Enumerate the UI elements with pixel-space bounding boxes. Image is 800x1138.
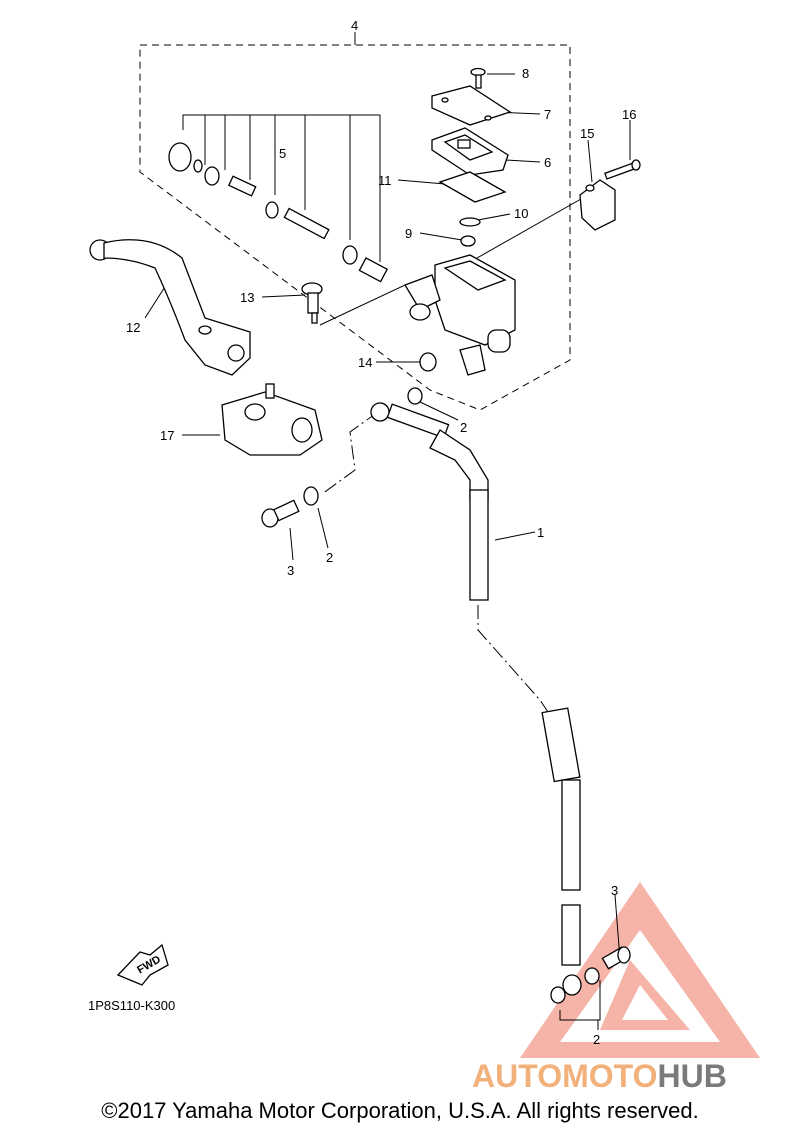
watermark-text: AUTOMOTOHUB — [472, 1058, 727, 1094]
callout-13: 13 — [240, 290, 254, 305]
callout-7: 7 — [544, 107, 551, 122]
part-8-screw — [470, 67, 486, 89]
watermark-logo — [520, 882, 760, 1058]
routing-line-banjo — [321, 411, 379, 495]
part-10-protector — [459, 217, 481, 227]
callout-4: 4 — [351, 18, 358, 33]
part-16-bolt — [604, 159, 641, 180]
part-5-piston-kit — [168, 142, 389, 283]
callout-2-left: 2 — [326, 550, 333, 565]
callout-10: 10 — [514, 206, 528, 221]
callout-17: 17 — [160, 428, 174, 443]
part-6-plate — [431, 127, 509, 176]
callout-16: 16 — [622, 107, 636, 122]
callout-5: 5 — [279, 146, 286, 161]
assembly-4-boundary — [139, 44, 571, 411]
callout-2-top: 2 — [460, 420, 467, 435]
callout-6: 6 — [544, 155, 551, 170]
watermark-part2: HUB — [657, 1058, 726, 1094]
callout-9: 9 — [405, 226, 412, 241]
part-2-washers — [303, 387, 600, 1004]
part-7-reservoir-cap — [431, 85, 512, 126]
watermark-part1: AUTOMOTO — [472, 1058, 657, 1094]
callout-14: 14 — [358, 355, 372, 370]
callout-numbers: 4 8 7 6 11 10 9 15 16 5 13 14 12 17 2 1 … — [126, 18, 636, 1047]
callout-3-bottom: 3 — [611, 883, 618, 898]
callout-3-left: 3 — [287, 563, 294, 578]
callout-2-bottom: 2 — [593, 1032, 600, 1047]
fwd-arrow-icon: FWD — [116, 943, 169, 986]
part-3-union-bolts — [261, 499, 631, 970]
part-1-hose — [370, 402, 582, 996]
part-9-float — [460, 235, 476, 247]
callout-15: 15 — [580, 126, 594, 141]
callout-8: 8 — [522, 66, 529, 81]
routing-line-hose — [477, 605, 549, 713]
part-12-lever — [89, 239, 251, 376]
callout-11: 11 — [378, 173, 392, 188]
part-13-pivot-bolt — [301, 282, 323, 324]
drawing-code: 1P8S110-K300 — [88, 998, 175, 1013]
callout-1: 1 — [537, 525, 544, 540]
copyright-notice: ©2017 Yamaha Motor Corporation, U.S.A. A… — [101, 1098, 699, 1123]
part-14-collar — [419, 352, 437, 372]
part-11-diaphragm — [438, 171, 507, 203]
part-15-bracket — [579, 179, 616, 231]
callout-12: 12 — [126, 320, 140, 335]
master-cylinder-body — [404, 254, 516, 376]
part-17-holder — [221, 383, 323, 456]
